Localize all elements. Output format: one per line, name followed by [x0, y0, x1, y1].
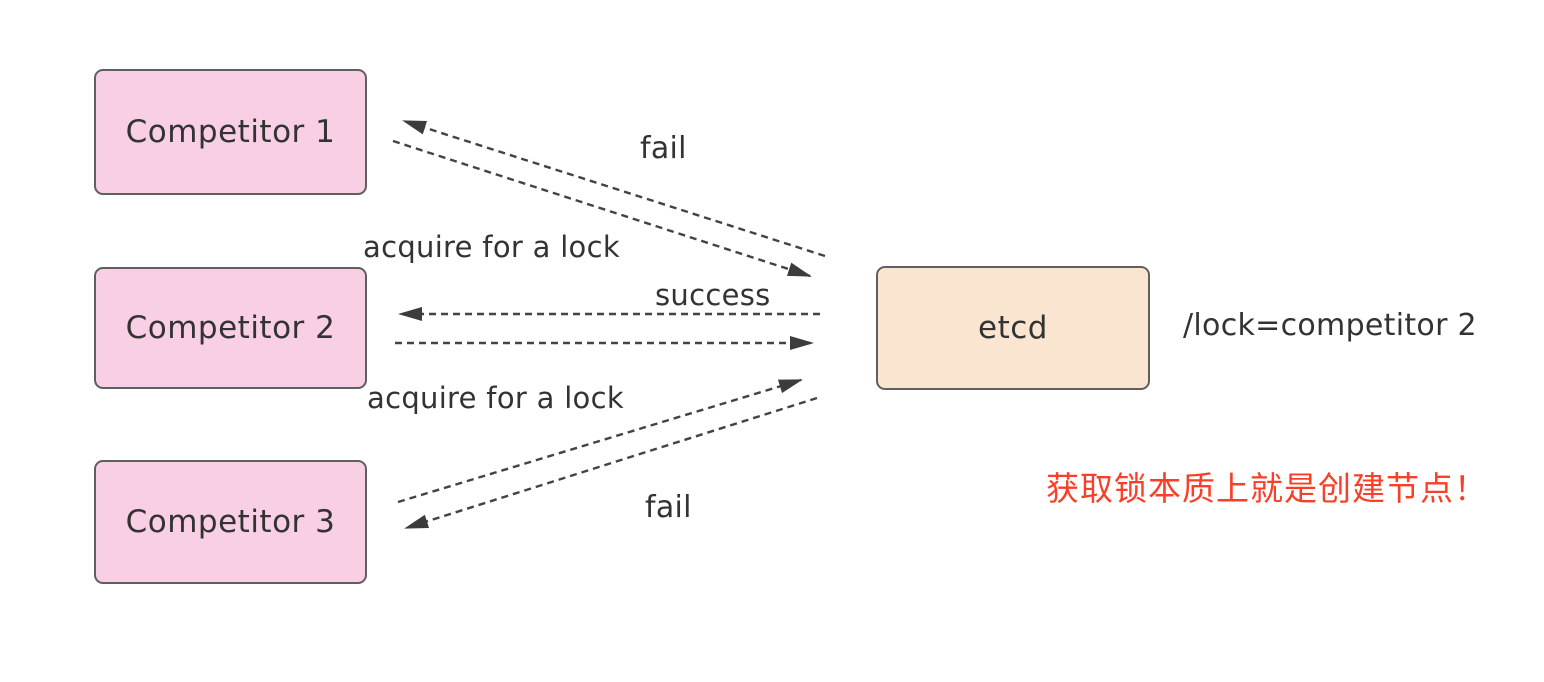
node-competitor-3-label: Competitor 3	[125, 504, 336, 540]
node-etcd-label: etcd	[978, 310, 1048, 346]
edge-label-fail-competitor1: fail	[640, 131, 687, 166]
lock-key-annotation: /lock=competitor 2	[1183, 308, 1477, 343]
node-etcd: etcd	[876, 266, 1150, 390]
node-competitor-2: Competitor 2	[94, 267, 367, 389]
note-annotation: 获取锁本质上就是创建节点！	[1046, 469, 1488, 508]
edge-label-fail-competitor3: fail	[645, 490, 692, 525]
node-competitor-1-label: Competitor 1	[125, 114, 336, 150]
node-competitor-2-label: Competitor 2	[125, 310, 336, 346]
edge-label-acquire-lower: acquire for a lock	[367, 381, 624, 415]
node-competitor-3: Competitor 3	[94, 460, 367, 584]
edge-label-success-competitor2: success	[655, 278, 771, 312]
arrow-etcd-to-competitor3-fail	[404, 396, 818, 530]
node-competitor-1: Competitor 1	[94, 69, 367, 195]
edge-label-acquire-upper: acquire for a lock	[363, 230, 620, 264]
